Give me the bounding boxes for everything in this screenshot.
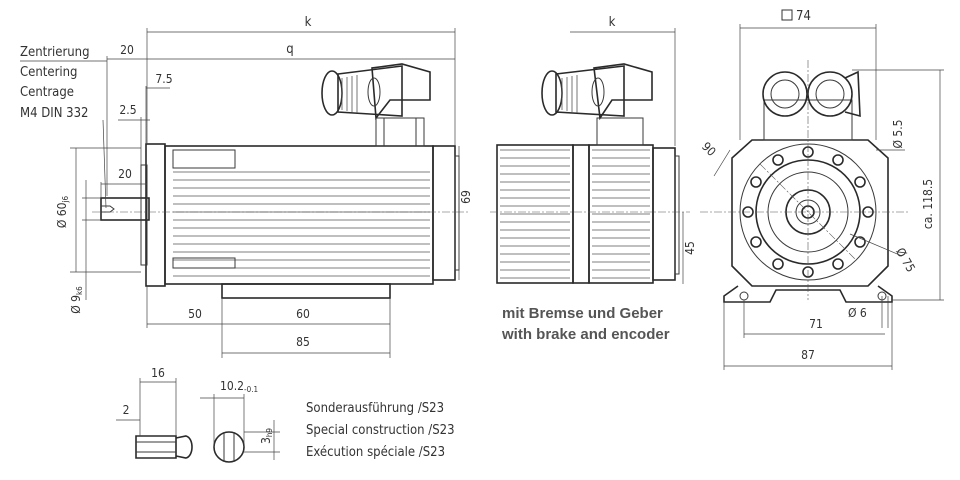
dim-69: 69 bbox=[459, 190, 473, 204]
brake-caption-de: mit Bremse und Geber bbox=[502, 305, 663, 322]
dim-diameter-60-tol: j6 bbox=[61, 195, 70, 203]
brake-encoder-view: k 45 mit Bremse und Geber with brake and… bbox=[490, 15, 697, 343]
dim-10-2: 10.2 bbox=[220, 379, 244, 393]
dim-16: 16 bbox=[151, 366, 165, 380]
dim-square-74: 74 bbox=[796, 9, 811, 24]
key-detail: 16 2 10.2-0.1 3h9 bbox=[116, 366, 280, 463]
bolt-hole bbox=[750, 236, 762, 248]
brake-dim-k: k bbox=[609, 15, 616, 30]
connector-plug bbox=[321, 63, 431, 147]
bolt-hole bbox=[750, 176, 762, 188]
dim-2: 2 bbox=[123, 403, 130, 417]
dim-k: k bbox=[305, 15, 312, 30]
svg-text:10.2-0.1: 10.2-0.1 bbox=[220, 379, 258, 394]
dim-118-5: ca. 118.5 bbox=[921, 179, 935, 229]
special-construction-note: Sonderausführung /S23 Special constructi… bbox=[306, 401, 455, 460]
centering-en: Centering bbox=[20, 65, 77, 80]
centering-fr: Centrage bbox=[20, 85, 74, 100]
bolt-hole bbox=[854, 236, 866, 248]
dim-diameter-5-5: Ø 5.5 bbox=[891, 119, 905, 148]
svg-text:Ø 9k6: Ø 9k6 bbox=[69, 286, 84, 314]
front-connectors bbox=[762, 70, 861, 141]
bolt-hole bbox=[832, 154, 844, 166]
dim-2-5: 2.5 bbox=[119, 103, 136, 117]
dim-20-shaft: 20 bbox=[118, 167, 132, 181]
special-en: Special construction /S23 bbox=[306, 423, 455, 438]
dim-87: 87 bbox=[801, 348, 815, 362]
dim-71: 71 bbox=[809, 317, 823, 331]
side-view bbox=[92, 63, 470, 299]
dim-7-5: 7.5 bbox=[155, 72, 172, 86]
special-fr: Exécution spéciale /S23 bbox=[306, 445, 445, 460]
dim-90: 90 bbox=[699, 139, 719, 159]
front-flange bbox=[731, 139, 889, 287]
dim-85: 85 bbox=[296, 335, 310, 349]
dim-diameter-75: Ø 75 bbox=[893, 245, 918, 274]
centering-note: Zentrierung Centering Centrage M4 DIN 33… bbox=[20, 45, 107, 209]
dim-45: 45 bbox=[683, 241, 697, 255]
centering-standard: M4 DIN 332 bbox=[20, 106, 88, 121]
motor-foot bbox=[221, 283, 391, 299]
motor-shaft bbox=[100, 197, 150, 221]
dim-diameter-60: Ø 60 bbox=[55, 202, 69, 228]
front-view bbox=[700, 60, 910, 303]
dim-3-tol: h9 bbox=[265, 428, 274, 438]
special-de: Sonderausführung /S23 bbox=[306, 401, 444, 416]
dim-diameter-6: Ø 6 bbox=[848, 306, 867, 320]
dim-10-2-tol: -0.1 bbox=[244, 385, 258, 394]
centering-de: Zentrierung bbox=[20, 45, 90, 60]
motor-housing bbox=[164, 145, 434, 285]
svg-text:3h9: 3h9 bbox=[259, 428, 274, 444]
square-symbol-icon bbox=[781, 9, 793, 21]
side-view-dimensions: k q 20 7.5 2.5 20 Ø 60j6 Ø 9k6 bbox=[55, 15, 473, 358]
dim-diameter-9: Ø 9 bbox=[69, 295, 83, 314]
bolt-hole bbox=[772, 154, 784, 166]
dim-20-top: 20 bbox=[120, 43, 134, 57]
dim-50: 50 bbox=[188, 307, 202, 321]
dim-q: q bbox=[286, 42, 293, 57]
dim-3: 3 bbox=[259, 437, 273, 444]
dim-diameter-9-tol: k6 bbox=[75, 286, 84, 295]
bolt-hole bbox=[772, 258, 784, 270]
svg-text:Ø 60j6: Ø 60j6 bbox=[55, 195, 70, 228]
bolt-hole bbox=[854, 176, 866, 188]
front-view-dimensions: 74 90 Ø 5.5 ca. 118.5 Ø 75 Ø 6 71 87 bbox=[699, 9, 944, 370]
brake-connector-plug bbox=[541, 63, 653, 146]
dim-60-base: 60 bbox=[296, 307, 310, 321]
brake-caption-en: with brake and encoder bbox=[501, 326, 670, 343]
bolt-hole bbox=[832, 258, 844, 270]
